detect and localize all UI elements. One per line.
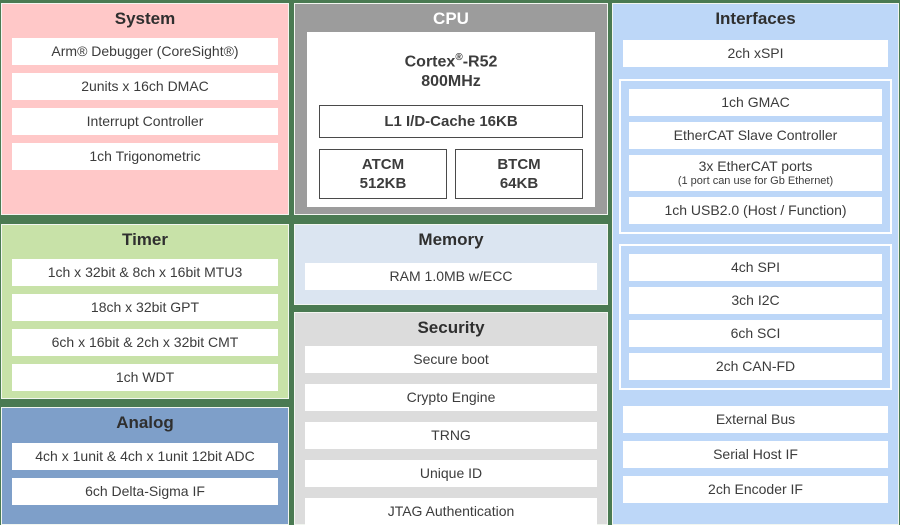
ethercat-ports-label: 3x EtherCAT ports bbox=[698, 158, 813, 174]
block-xspi: 2ch xSPI bbox=[623, 40, 888, 67]
block-trng: TRNG bbox=[305, 422, 597, 449]
block-btcm: BTCM 64KB bbox=[455, 149, 583, 200]
block-i2c: 3ch I2C bbox=[629, 287, 882, 314]
section-analog: Analog 4ch x 1unit & 4ch x 1unit 12bit A… bbox=[1, 407, 289, 525]
section-timer-title: Timer bbox=[122, 230, 168, 249]
block-serial-host-if: Serial Host IF bbox=[623, 441, 888, 468]
section-system-title: System bbox=[114, 9, 176, 28]
interfaces-ethernet-group: 1ch GMAC EtherCAT Slave Controller 3x Et… bbox=[619, 79, 892, 234]
section-timer: Timer 1ch x 32bit & 8ch x 16bit MTU3 18c… bbox=[1, 224, 289, 399]
section-security: Security Secure boot Crypto Engine TRNG … bbox=[294, 312, 608, 525]
atcm-size: 512KB bbox=[359, 175, 407, 193]
block-trigonometric: 1ch Trigonometric bbox=[12, 143, 278, 170]
block-unique-id: Unique ID bbox=[305, 460, 597, 487]
block-arm-debugger: Arm® Debugger (CoreSight®) bbox=[12, 38, 278, 65]
atcm-name: ATCM bbox=[361, 156, 405, 174]
section-cpu: CPU Cortex®-R52 800MHz L1 I/D-Cache 16KB… bbox=[294, 3, 608, 215]
block-delta-sigma-if: 6ch Delta-Sigma IF bbox=[12, 478, 278, 505]
block-atcm: ATCM 512KB bbox=[319, 149, 447, 200]
cpu-frequency: 800MHz bbox=[421, 73, 481, 91]
cpu-core-label: Cortex®-R52 bbox=[307, 32, 595, 72]
block-cmt: 6ch x 16bit & 2ch x 32bit CMT bbox=[12, 329, 278, 356]
cpu-core-panel: Cortex®-R52 800MHz L1 I/D-Cache 16KB ATC… bbox=[307, 32, 595, 207]
block-external-bus: External Bus bbox=[623, 406, 888, 433]
cpu-core-suffix: -R52 bbox=[462, 53, 498, 71]
section-memory-title: Memory bbox=[418, 230, 484, 249]
block-usb: 1ch USB2.0 (Host / Function) bbox=[629, 197, 882, 224]
block-ethercat-slave: EtherCAT Slave Controller bbox=[629, 122, 882, 149]
block-wdt: 1ch WDT bbox=[12, 364, 278, 391]
block-ethercat-ports: 3x EtherCAT ports (1 port can use for Gb… bbox=[629, 155, 882, 191]
block-spi: 4ch SPI bbox=[629, 254, 882, 281]
section-cpu-title: CPU bbox=[433, 9, 469, 28]
block-encoder-if: 2ch Encoder IF bbox=[623, 476, 888, 503]
block-ram: RAM 1.0MB w/ECC bbox=[305, 263, 597, 290]
section-interfaces: Interfaces 2ch xSPI 1ch GMAC EtherCAT Sl… bbox=[612, 3, 899, 525]
cpu-tcm-row: ATCM 512KB BTCM 64KB bbox=[319, 149, 583, 200]
section-interfaces-title: Interfaces bbox=[715, 9, 796, 28]
block-l1-cache: L1 I/D-Cache 16KB bbox=[319, 105, 583, 139]
block-dmac: 2units x 16ch DMAC bbox=[12, 73, 278, 100]
cpu-core-name: Cortex bbox=[404, 53, 456, 71]
block-adc: 4ch x 1unit & 4ch x 1unit 12bit ADC bbox=[12, 443, 278, 470]
block-interrupt-controller: Interrupt Controller bbox=[12, 108, 278, 135]
block-can-fd: 2ch CAN-FD bbox=[629, 353, 882, 380]
section-analog-title: Analog bbox=[116, 413, 174, 432]
block-mtu3: 1ch x 32bit & 8ch x 16bit MTU3 bbox=[12, 259, 278, 286]
section-security-title: Security bbox=[417, 318, 485, 337]
interfaces-serial-group: 4ch SPI 3ch I2C 6ch SCI 2ch CAN-FD bbox=[619, 244, 892, 390]
btcm-name: BTCM bbox=[497, 156, 541, 174]
block-crypto-engine: Crypto Engine bbox=[305, 384, 597, 411]
block-secure-boot: Secure boot bbox=[305, 346, 597, 373]
cpu-core-reg-mark: ® bbox=[455, 52, 463, 63]
ethercat-ports-note: (1 port can use for Gb Ethernet) bbox=[677, 175, 834, 187]
section-memory: Memory RAM 1.0MB w/ECC bbox=[294, 224, 608, 305]
block-gmac: 1ch GMAC bbox=[629, 89, 882, 116]
btcm-size: 64KB bbox=[499, 175, 539, 193]
section-system: System Arm® Debugger (CoreSight®) 2units… bbox=[1, 3, 289, 215]
block-gpt: 18ch x 32bit GPT bbox=[12, 294, 278, 321]
block-sci: 6ch SCI bbox=[629, 320, 882, 347]
block-jtag-authentication: JTAG Authentication bbox=[305, 498, 597, 525]
